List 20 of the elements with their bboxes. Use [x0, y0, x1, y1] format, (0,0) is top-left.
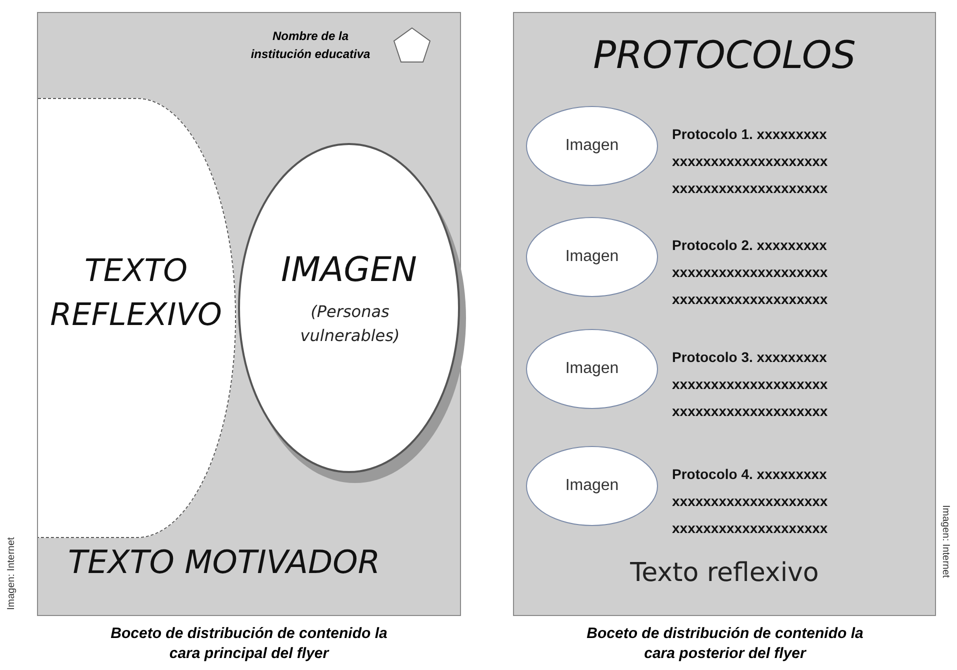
protocol-text: Protocolo 1. xxxxxxxxx xxxxxxxxxxxxxxxxxxxx xxxxxxxxxxxxxxxxxxxx: [672, 125, 829, 198]
body-text: Texto reflexivo: [629, 558, 820, 588]
caption-text: Boceto de distribución de contenido la cara principal del flyer: [110, 624, 388, 664]
caption-text: Boceto de distribución de contenido la cara posterior del flyer: [586, 624, 864, 664]
credit-text: Imagen: Internet: [940, 505, 951, 578]
heading-text: IMAGEN: [280, 250, 418, 290]
image-placeholder-label: Imagen: [565, 360, 619, 378]
image-placeholder-label: Imagen: [565, 477, 619, 495]
heading-text: TEXTO MOTIVADOR: [68, 543, 382, 581]
protocol-text: Protocolo 3. xxxxxxxxx xxxxxxxxxxxxxxxxxxxx xxxxxxxxxxxxxxxxxxxx: [672, 348, 829, 421]
institution-name-text: Nombre de la institución educativa: [250, 28, 372, 63]
heading-text: TEXTO REFLEXIVO: [49, 252, 223, 335]
flyer-back-panel: [513, 12, 936, 616]
image-placeholder-label: Imagen: [565, 137, 619, 155]
heading-text: PROTOCOLOS: [592, 33, 857, 77]
subtitle-text: (Personas vulnerables): [299, 301, 401, 347]
image-placeholder-label: Imagen: [565, 248, 619, 266]
protocol-text: Protocolo 2. xxxxxxxxx xxxxxxxxxxxxxxxxxxxx xxxxxxxxxxxxxxxxxxxx: [672, 236, 829, 309]
credit-text: Imagen: Internet: [6, 537, 17, 610]
protocol-text: Protocolo 4. xxxxxxxxx xxxxxxxxxxxxxxxxxxxx xxxxxxxxxxxxxxxxxxxx: [672, 465, 829, 538]
